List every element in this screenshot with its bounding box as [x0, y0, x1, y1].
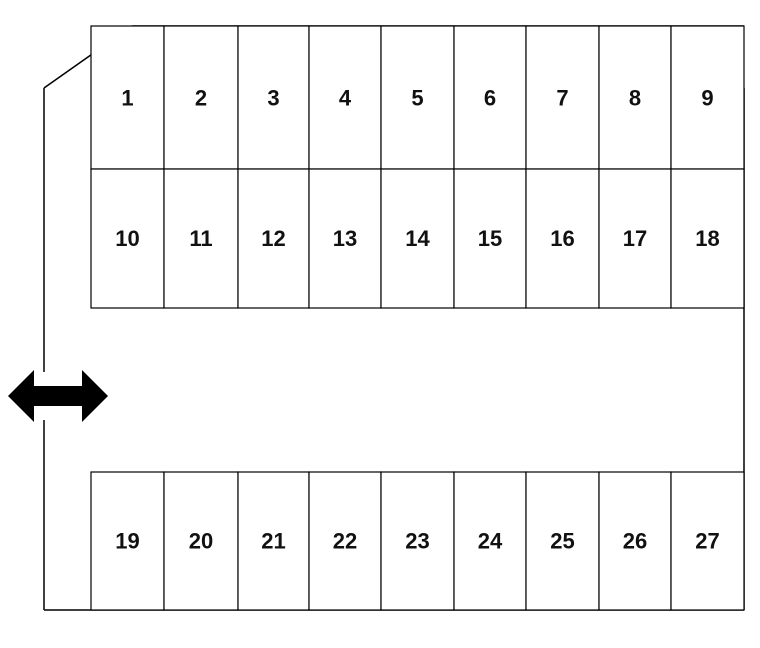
parking-space-outline [380, 25, 455, 170]
parking-space-outline [598, 25, 672, 170]
parking-space-number: 20 [189, 529, 213, 554]
parking-space: 4 [308, 25, 382, 170]
parking-space-number: 19 [115, 529, 139, 554]
parking-space-number: 24 [478, 529, 503, 554]
parking-space-outline [670, 471, 745, 611]
parking-space: 3 [237, 25, 310, 170]
parking-space-outline [308, 168, 382, 309]
parking-space: 25 [525, 471, 600, 611]
parking-space-number: 22 [333, 529, 357, 554]
parking-space: 8 [598, 25, 672, 170]
parking-space-number: 1 [121, 86, 133, 111]
parking-space: 21 [237, 471, 310, 611]
parking-space: 19 [90, 471, 165, 611]
parking-space-outline [525, 25, 600, 170]
parking-space: 9 [670, 25, 745, 170]
parking-space-number: 23 [405, 529, 429, 554]
parking-space-number: 9 [701, 86, 713, 111]
parking-space-number: 3 [267, 86, 279, 111]
parking-space-number: 2 [195, 86, 207, 111]
parking-space: 24 [453, 471, 527, 611]
parking-space-number: 4 [339, 86, 352, 111]
parking-space-number: 16 [550, 226, 574, 251]
parking-space: 17 [598, 168, 672, 309]
parking-space-number: 27 [695, 529, 719, 554]
parking-space-number: 25 [550, 529, 574, 554]
parking-space: 15 [453, 168, 527, 309]
parking-space-number: 15 [478, 226, 502, 251]
parking-space-outline [453, 25, 527, 170]
parking-space: 7 [525, 25, 600, 170]
parking-space-number: 18 [695, 226, 719, 251]
parking-space-number: 5 [411, 86, 423, 111]
parking-space-number: 11 [189, 226, 212, 251]
parking-space: 10 [90, 168, 165, 309]
parking-space: 6 [453, 25, 527, 170]
parking-row-middle: 10 11 12 13 14 15 16 17 18 [90, 168, 745, 309]
parking-space-number: 17 [623, 226, 647, 251]
parking-space-number: 8 [629, 86, 641, 111]
parking-space-outline [670, 168, 745, 309]
parking-space: 13 [308, 168, 382, 309]
parking-space-outline [308, 25, 382, 170]
parking-space-outline [237, 168, 310, 309]
parking-space: 5 [380, 25, 455, 170]
parking-space: 20 [163, 471, 239, 611]
parking-space-outline [237, 471, 310, 611]
parking-space: 18 [670, 168, 745, 309]
parking-space-number: 21 [261, 529, 285, 554]
parking-space: 26 [598, 471, 672, 611]
parking-space-outline [380, 471, 455, 611]
parking-space-number: 14 [405, 226, 430, 251]
parking-space: 22 [308, 471, 382, 611]
parking-space-outline [90, 168, 165, 309]
parking-space: 23 [380, 471, 455, 611]
double-arrow-icon [8, 370, 108, 422]
parking-space-outline [163, 168, 239, 309]
parking-space-number: 7 [556, 86, 568, 111]
parking-row-bottom: 19 20 21 22 23 24 25 26 27 [90, 471, 745, 611]
parking-space-number: 26 [623, 529, 647, 554]
parking-space-outline [598, 471, 672, 611]
parking-space-number: 6 [484, 86, 496, 111]
parking-space-number: 10 [115, 226, 139, 251]
parking-space-number: 12 [261, 226, 285, 251]
parking-space: 16 [525, 168, 600, 309]
parking-space-number: 13 [333, 226, 357, 251]
parking-space-outline [598, 168, 672, 309]
parking-space: 27 [670, 471, 745, 611]
parking-space: 1 [90, 25, 165, 170]
parking-space: 12 [237, 168, 310, 309]
parking-row-top: 1 2 3 4 5 6 7 8 9 [90, 25, 745, 170]
parking-space: 11 [163, 168, 239, 309]
parking-space-outline [453, 471, 527, 611]
parking-space: 2 [163, 25, 239, 170]
parking-space: 14 [380, 168, 455, 309]
parking-space-outline [380, 168, 455, 309]
